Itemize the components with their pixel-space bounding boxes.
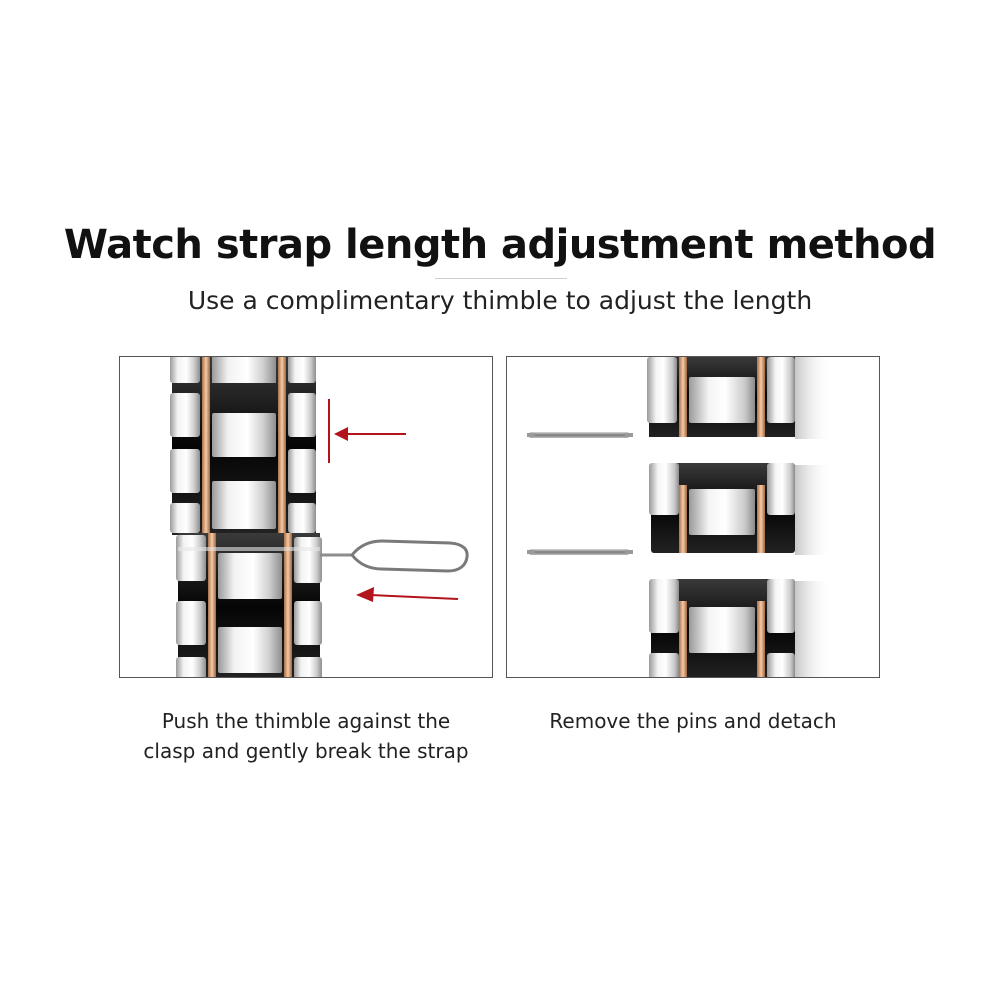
title-underline: [435, 278, 567, 279]
step-2-illustration: [506, 356, 880, 678]
thimble-tool: [320, 539, 469, 573]
arrow-left-icon: [328, 399, 406, 463]
spring-bar-pin: [527, 549, 633, 555]
step-1-caption: Push the thimble against the clasp and g…: [119, 706, 493, 766]
watch-bracelet: [170, 357, 322, 677]
page-title: Watch strap length adjustment method: [63, 222, 937, 268]
watch-link: [647, 357, 831, 439]
page-subtitle: Use a complimentary thimble to adjust th…: [187, 286, 813, 315]
step-2-caption: Remove the pins and detach: [506, 706, 880, 736]
step-1-caption-line-2: clasp and gently break the strap: [143, 739, 469, 763]
step-1-illustration: [119, 356, 493, 678]
arrow-left-icon: [356, 587, 459, 602]
watch-link: [649, 463, 831, 555]
step-2-caption-line-1: Remove the pins and detach: [549, 709, 837, 733]
watch-link: [649, 579, 831, 677]
step-1-caption-line-1: Push the thimble against the: [161, 709, 451, 733]
spring-bar-pin: [527, 432, 633, 438]
